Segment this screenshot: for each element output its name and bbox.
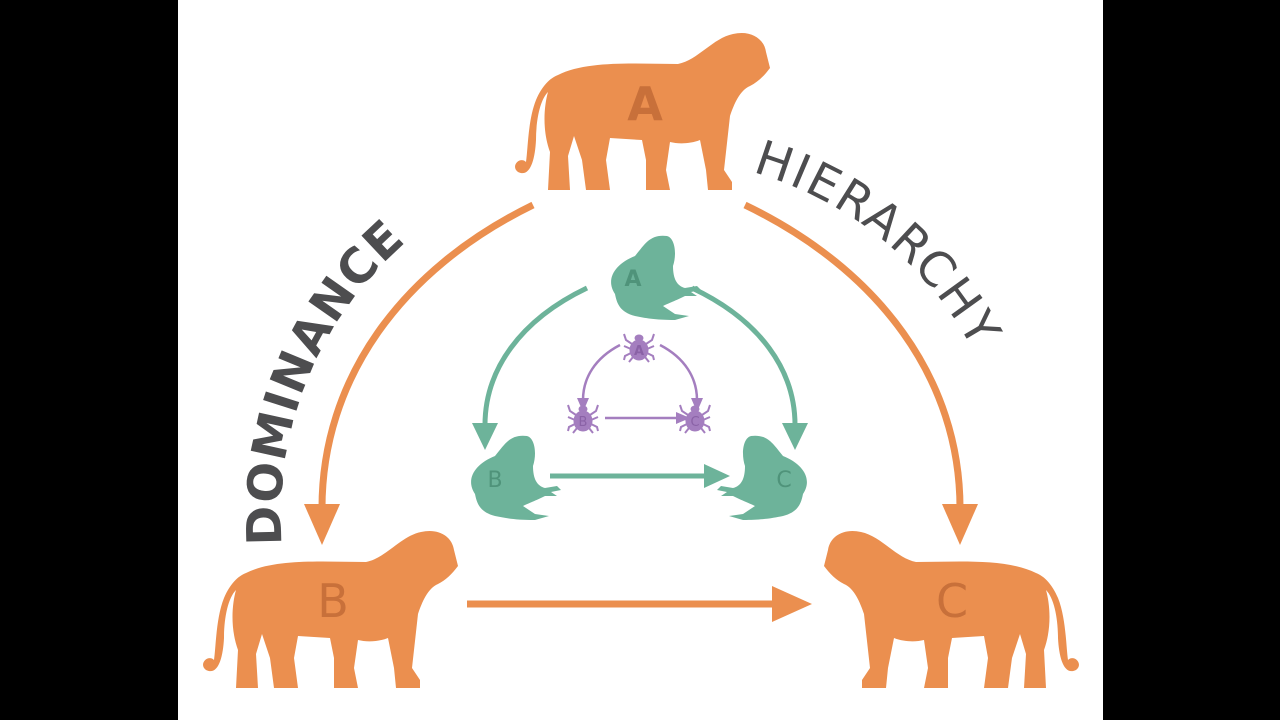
arrowhead-icon (942, 504, 978, 545)
tick-a-label: A (634, 344, 644, 359)
arrowhead-icon (691, 398, 703, 412)
arrow-a-to-c (743, 201, 964, 509)
tiger-c-label: C (936, 574, 968, 628)
tiger-b-label: B (317, 574, 349, 628)
frog-a-label: A (624, 267, 641, 292)
tiger-a-label: A (627, 77, 663, 131)
frog-b-label: B (487, 468, 502, 493)
arrowhead-icon (782, 423, 808, 450)
arrow-a-to-b (318, 201, 535, 509)
tick-b-label: B (579, 415, 588, 430)
tick-arrows (581, 343, 699, 420)
frog-c-label: C (776, 468, 791, 493)
arrowhead-icon (472, 423, 498, 450)
arrowhead-icon (577, 398, 589, 412)
arrowhead-icon (704, 464, 730, 488)
arrowhead-icon (772, 586, 812, 622)
frog-arrows (482, 285, 798, 479)
arrowhead-icon (304, 504, 340, 545)
tiger-arrows (318, 201, 964, 608)
tick-c-label: C (690, 415, 699, 430)
